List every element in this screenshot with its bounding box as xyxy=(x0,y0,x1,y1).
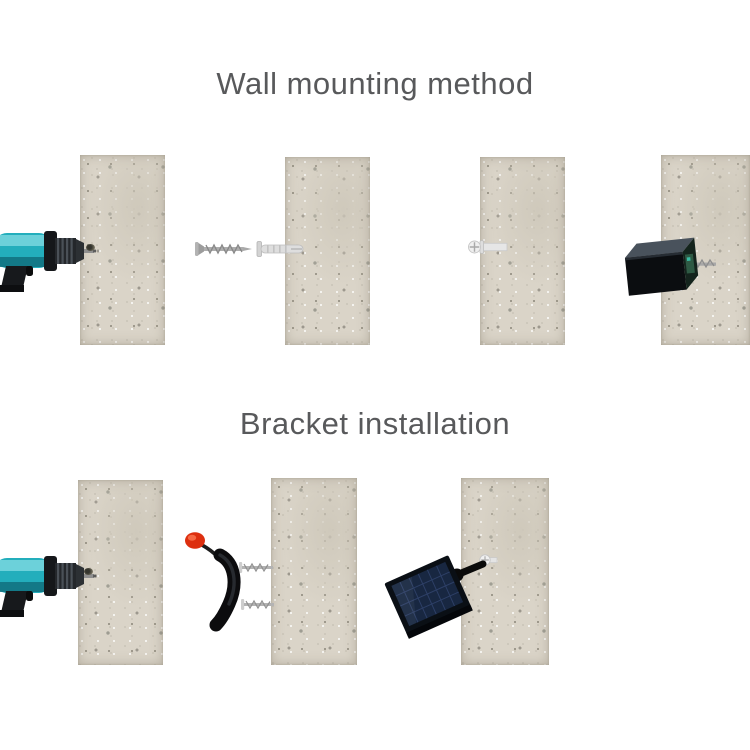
drill-icon xyxy=(0,231,96,292)
drill-hole-dot xyxy=(84,568,93,575)
drill-hole-dot xyxy=(86,244,95,251)
drill-icon xyxy=(0,556,96,617)
screw-and-wall-plug-icon xyxy=(195,241,304,257)
section-title-wall-mounting: Wall mounting method xyxy=(216,66,534,101)
concrete-block xyxy=(80,155,165,345)
solar-light-on-bracket-icon xyxy=(384,554,498,639)
bracket-with-screws-icon xyxy=(185,532,274,632)
concrete-block xyxy=(271,478,357,665)
wall-plug-in-wall-icon xyxy=(468,240,508,254)
section-title-bracket: Bracket installation xyxy=(239,406,511,441)
mounted-box-with-screw-icon xyxy=(624,237,716,296)
concrete-block xyxy=(461,478,549,665)
